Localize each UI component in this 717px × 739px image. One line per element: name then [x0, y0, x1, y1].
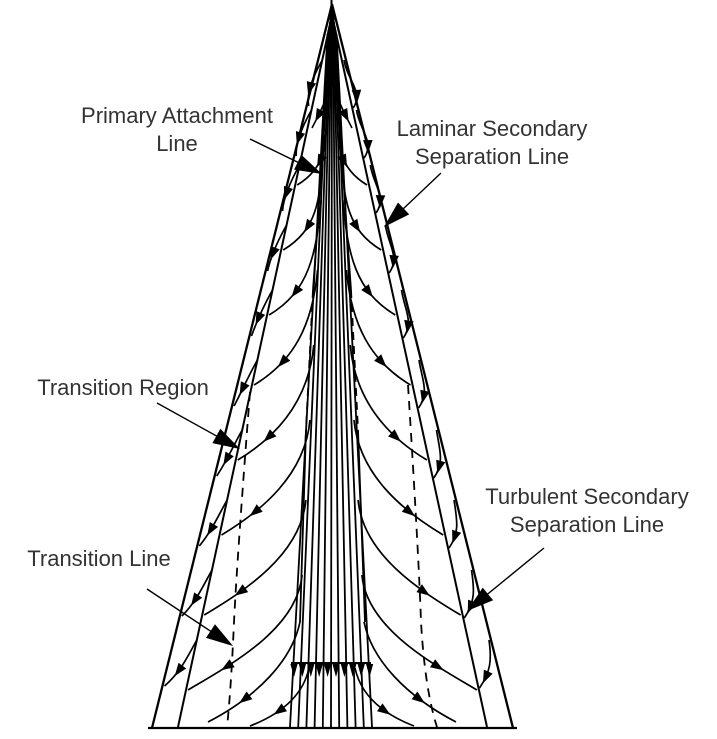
label-primary-attachment-line: Primary Attachment Line [81, 102, 273, 158]
label-laminar-secondary-separation-line: Laminar Secondary Separation Line [397, 115, 588, 171]
label-transition-line: Transition Line [27, 545, 170, 573]
label-line: Line [156, 131, 198, 156]
label-line: Turbulent Secondary [485, 484, 689, 509]
label-line: Primary Attachment [81, 103, 273, 128]
label-line: Separation Line [414, 144, 570, 169]
label-line: Transition Line [27, 546, 171, 571]
label-transition-region: Transition Region [37, 374, 209, 402]
label-line: Transition Region [37, 375, 209, 400]
label-line: Laminar Secondary [396, 116, 588, 141]
label-line: Separation Line [509, 512, 665, 537]
label-turbulent-secondary-separation-line: Turbulent Secondary Separation Line [485, 483, 688, 539]
